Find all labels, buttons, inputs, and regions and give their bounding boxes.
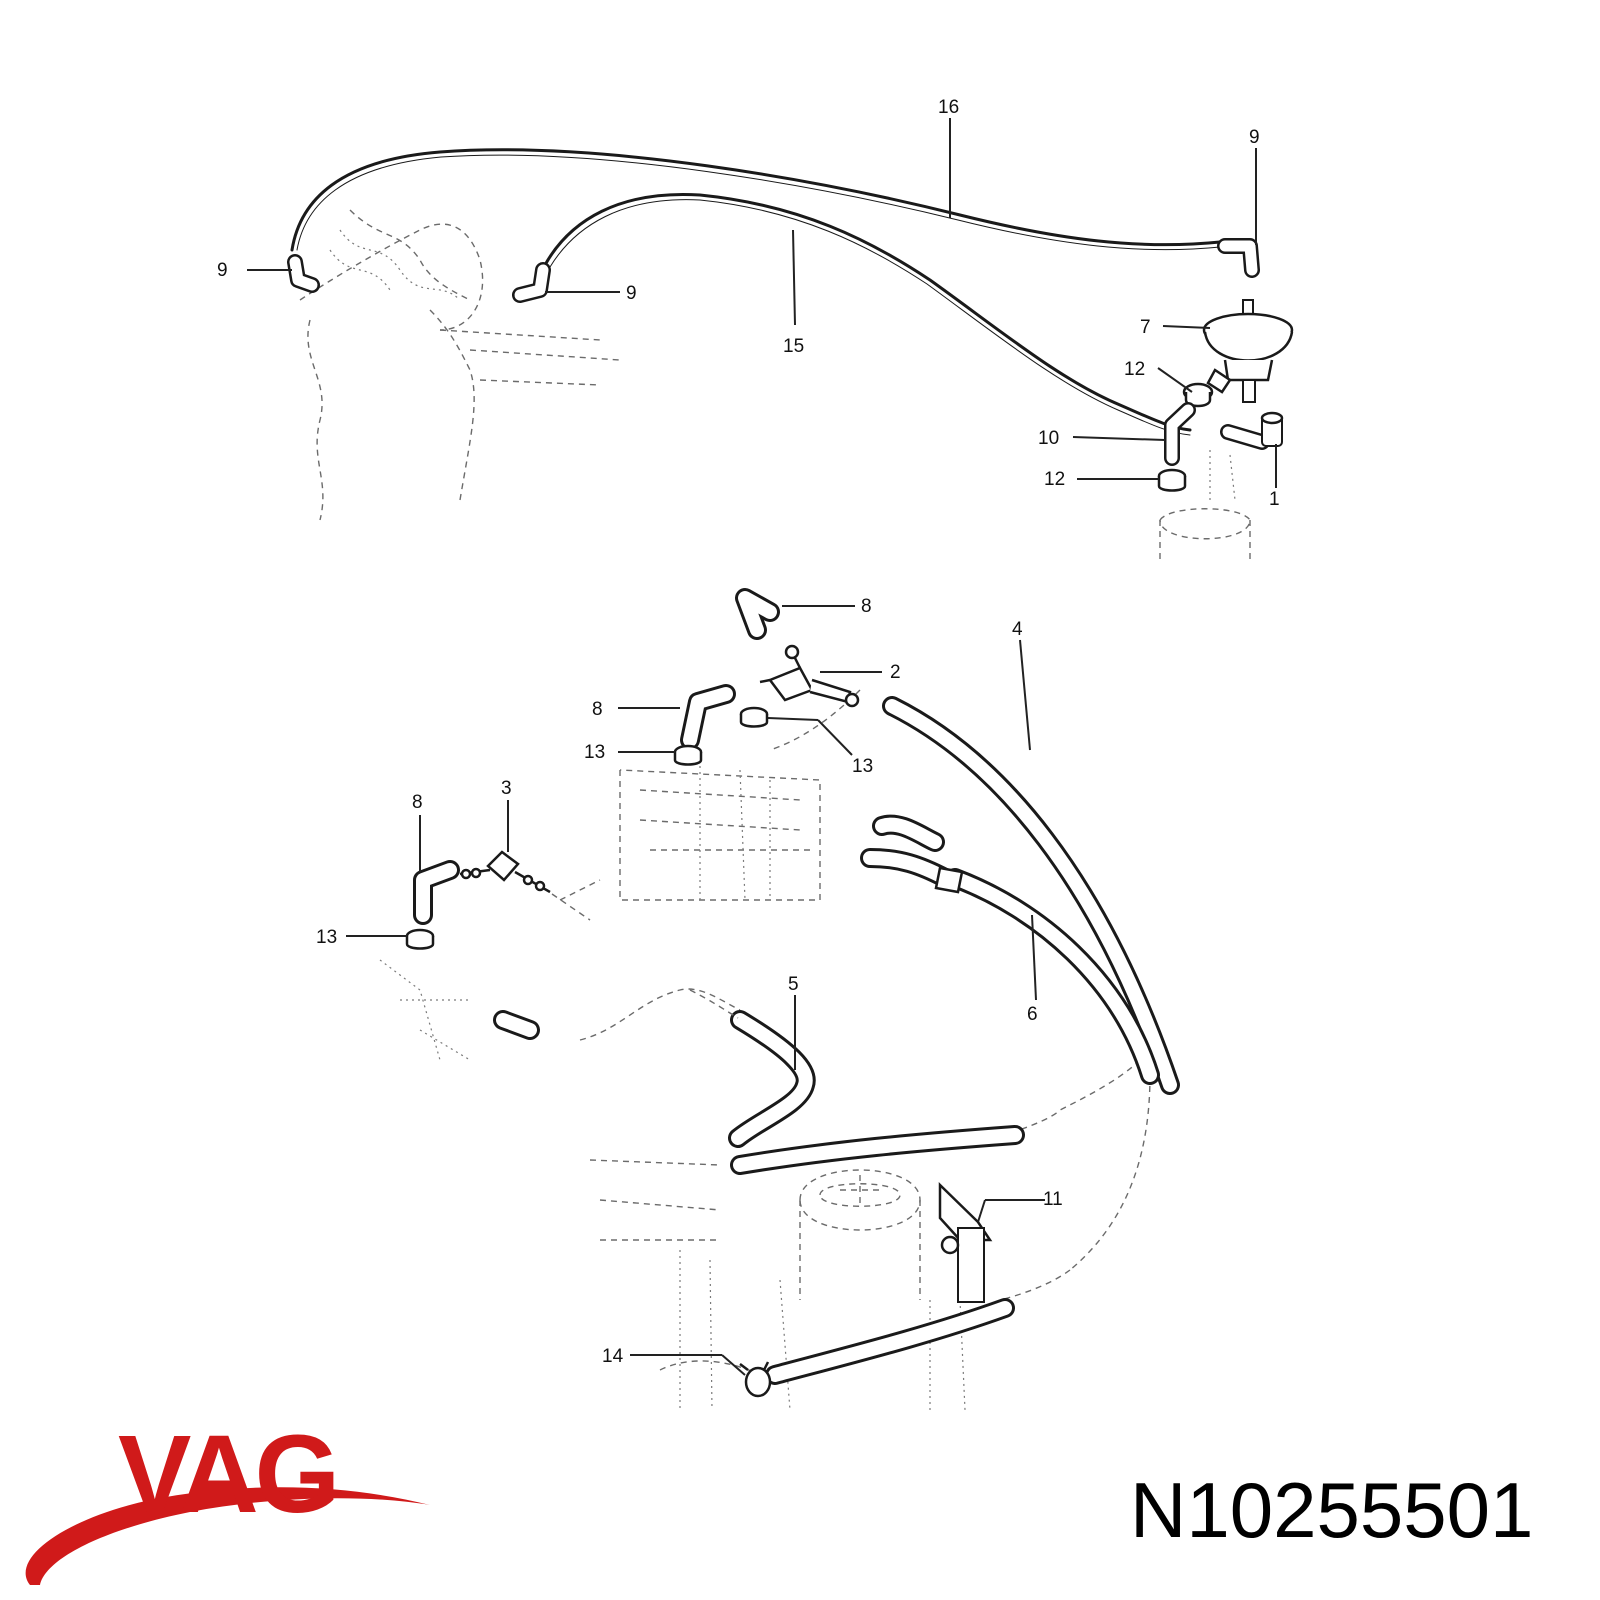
callout-12: 12 xyxy=(1124,359,1145,380)
connector-1 xyxy=(1220,411,1284,450)
logo-swoosh xyxy=(25,1487,431,1585)
elbow-9-right xyxy=(1217,238,1260,278)
callout-13: 13 xyxy=(852,756,873,777)
callout-16: 16 xyxy=(938,97,959,118)
hose-clip-13-c xyxy=(405,928,435,950)
callout-15: 15 xyxy=(783,336,804,357)
elbow-9-left xyxy=(287,254,320,293)
bracket-11 xyxy=(938,1182,993,1303)
hose-5 xyxy=(689,989,816,1148)
callout-13: 13 xyxy=(584,742,605,763)
hose-clip-13-a xyxy=(673,744,703,766)
callout-6: 6 xyxy=(1027,1004,1038,1025)
hose-15-inner xyxy=(549,199,1191,436)
part-number: N10255501 xyxy=(1130,1466,1533,1554)
connector-3 xyxy=(459,850,591,921)
callout-8: 8 xyxy=(412,792,423,813)
callout-9: 9 xyxy=(626,283,637,304)
callout-13: 13 xyxy=(316,927,337,948)
lower-hose xyxy=(765,1298,1015,1385)
hose-clip-14 xyxy=(739,1361,772,1398)
elbow-9-middle xyxy=(512,262,551,303)
leader-lines xyxy=(247,118,1277,1376)
elbow-10 xyxy=(1164,402,1196,466)
hose-6 xyxy=(860,814,1160,1085)
engine-outline-top xyxy=(299,209,1251,560)
callout-labels: 16 9 9 9 15 7 12 10 12 1 8 2 4 8 13 13 8… xyxy=(217,97,1280,1367)
callout-7: 7 xyxy=(1140,317,1151,338)
callout-10: 10 xyxy=(1038,428,1059,449)
callout-1: 1 xyxy=(1269,489,1280,510)
callout-9: 9 xyxy=(217,260,228,281)
callout-11: 11 xyxy=(1043,1189,1063,1210)
t-piece-2 xyxy=(759,644,860,708)
hose-clip-12-upper xyxy=(1182,382,1214,408)
hose-clip-12-lower xyxy=(1157,468,1187,492)
elbow-8-left xyxy=(413,860,460,925)
hose-16-inner xyxy=(296,154,1221,251)
callout-12: 12 xyxy=(1044,469,1065,490)
logo-text: VAG xyxy=(118,1413,336,1536)
hose-clip-13-b xyxy=(739,706,769,728)
engine-outline-bottom xyxy=(379,689,1151,1411)
callout-4: 4 xyxy=(1012,619,1023,640)
vag-logo: VAG xyxy=(25,1413,431,1585)
elbow-8-top xyxy=(735,588,780,640)
hose-4 xyxy=(882,696,1180,1095)
crossover-hose xyxy=(730,1125,1025,1175)
hose-16 xyxy=(290,148,1222,252)
callout-5: 5 xyxy=(788,974,799,995)
callout-8: 8 xyxy=(592,699,603,720)
callout-8: 8 xyxy=(861,596,872,617)
hose-15 xyxy=(543,192,1192,432)
vacuum-valve-7 xyxy=(1202,299,1294,403)
callout-3: 3 xyxy=(501,778,512,799)
callout-2: 2 xyxy=(890,662,901,683)
elbow-8-middle xyxy=(680,684,736,750)
short-hose xyxy=(493,1010,540,1040)
callout-14: 14 xyxy=(602,1346,624,1367)
callout-9: 9 xyxy=(1249,127,1260,148)
